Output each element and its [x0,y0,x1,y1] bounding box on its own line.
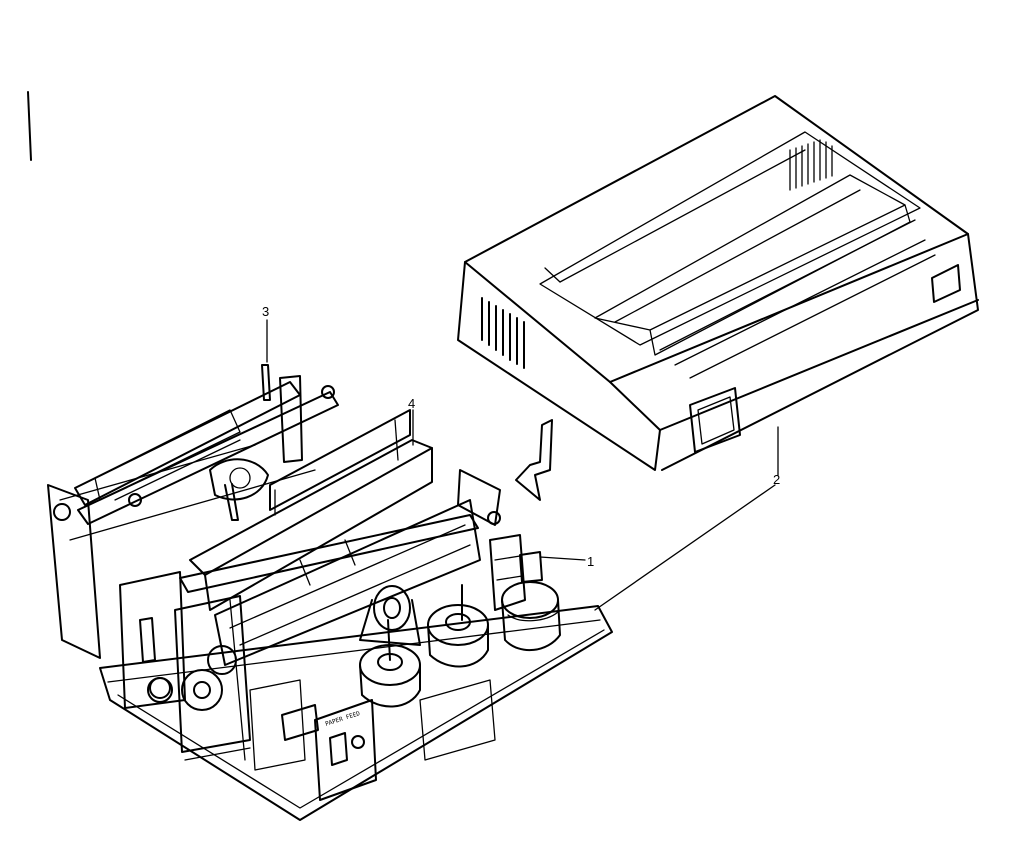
callout-2: 2 [773,472,780,487]
right-side-frame [489,534,543,611]
platen-carriage [179,469,501,666]
control-panel: PAPER FEED [281,699,377,801]
printer-cover [457,95,979,471]
print-head [359,585,421,646]
paper-guide-plates [189,409,433,611]
tractor-feed-assembly [53,364,339,525]
callout-3: 3 [262,304,269,319]
leader-line-2b [594,484,776,611]
cover-front-vent [481,297,525,369]
base-tray [99,605,613,821]
assembly-arrow [515,419,553,501]
ribbon-spools [359,581,561,708]
leader-line-1 [539,556,586,561]
cover-front-window [689,387,741,453]
panel-feed-label: PAPER FEED [324,710,361,728]
callout-4: 4 [408,396,415,411]
drive-gear [181,669,223,711]
base-motor [149,677,171,699]
cover-side-window [931,264,961,303]
cover-top-vent [789,139,833,191]
callout-1: 1 [587,554,594,569]
margin-mark [27,91,32,161]
back-plate [47,484,101,659]
printer-mechanism: PAPER FEED [47,364,613,821]
